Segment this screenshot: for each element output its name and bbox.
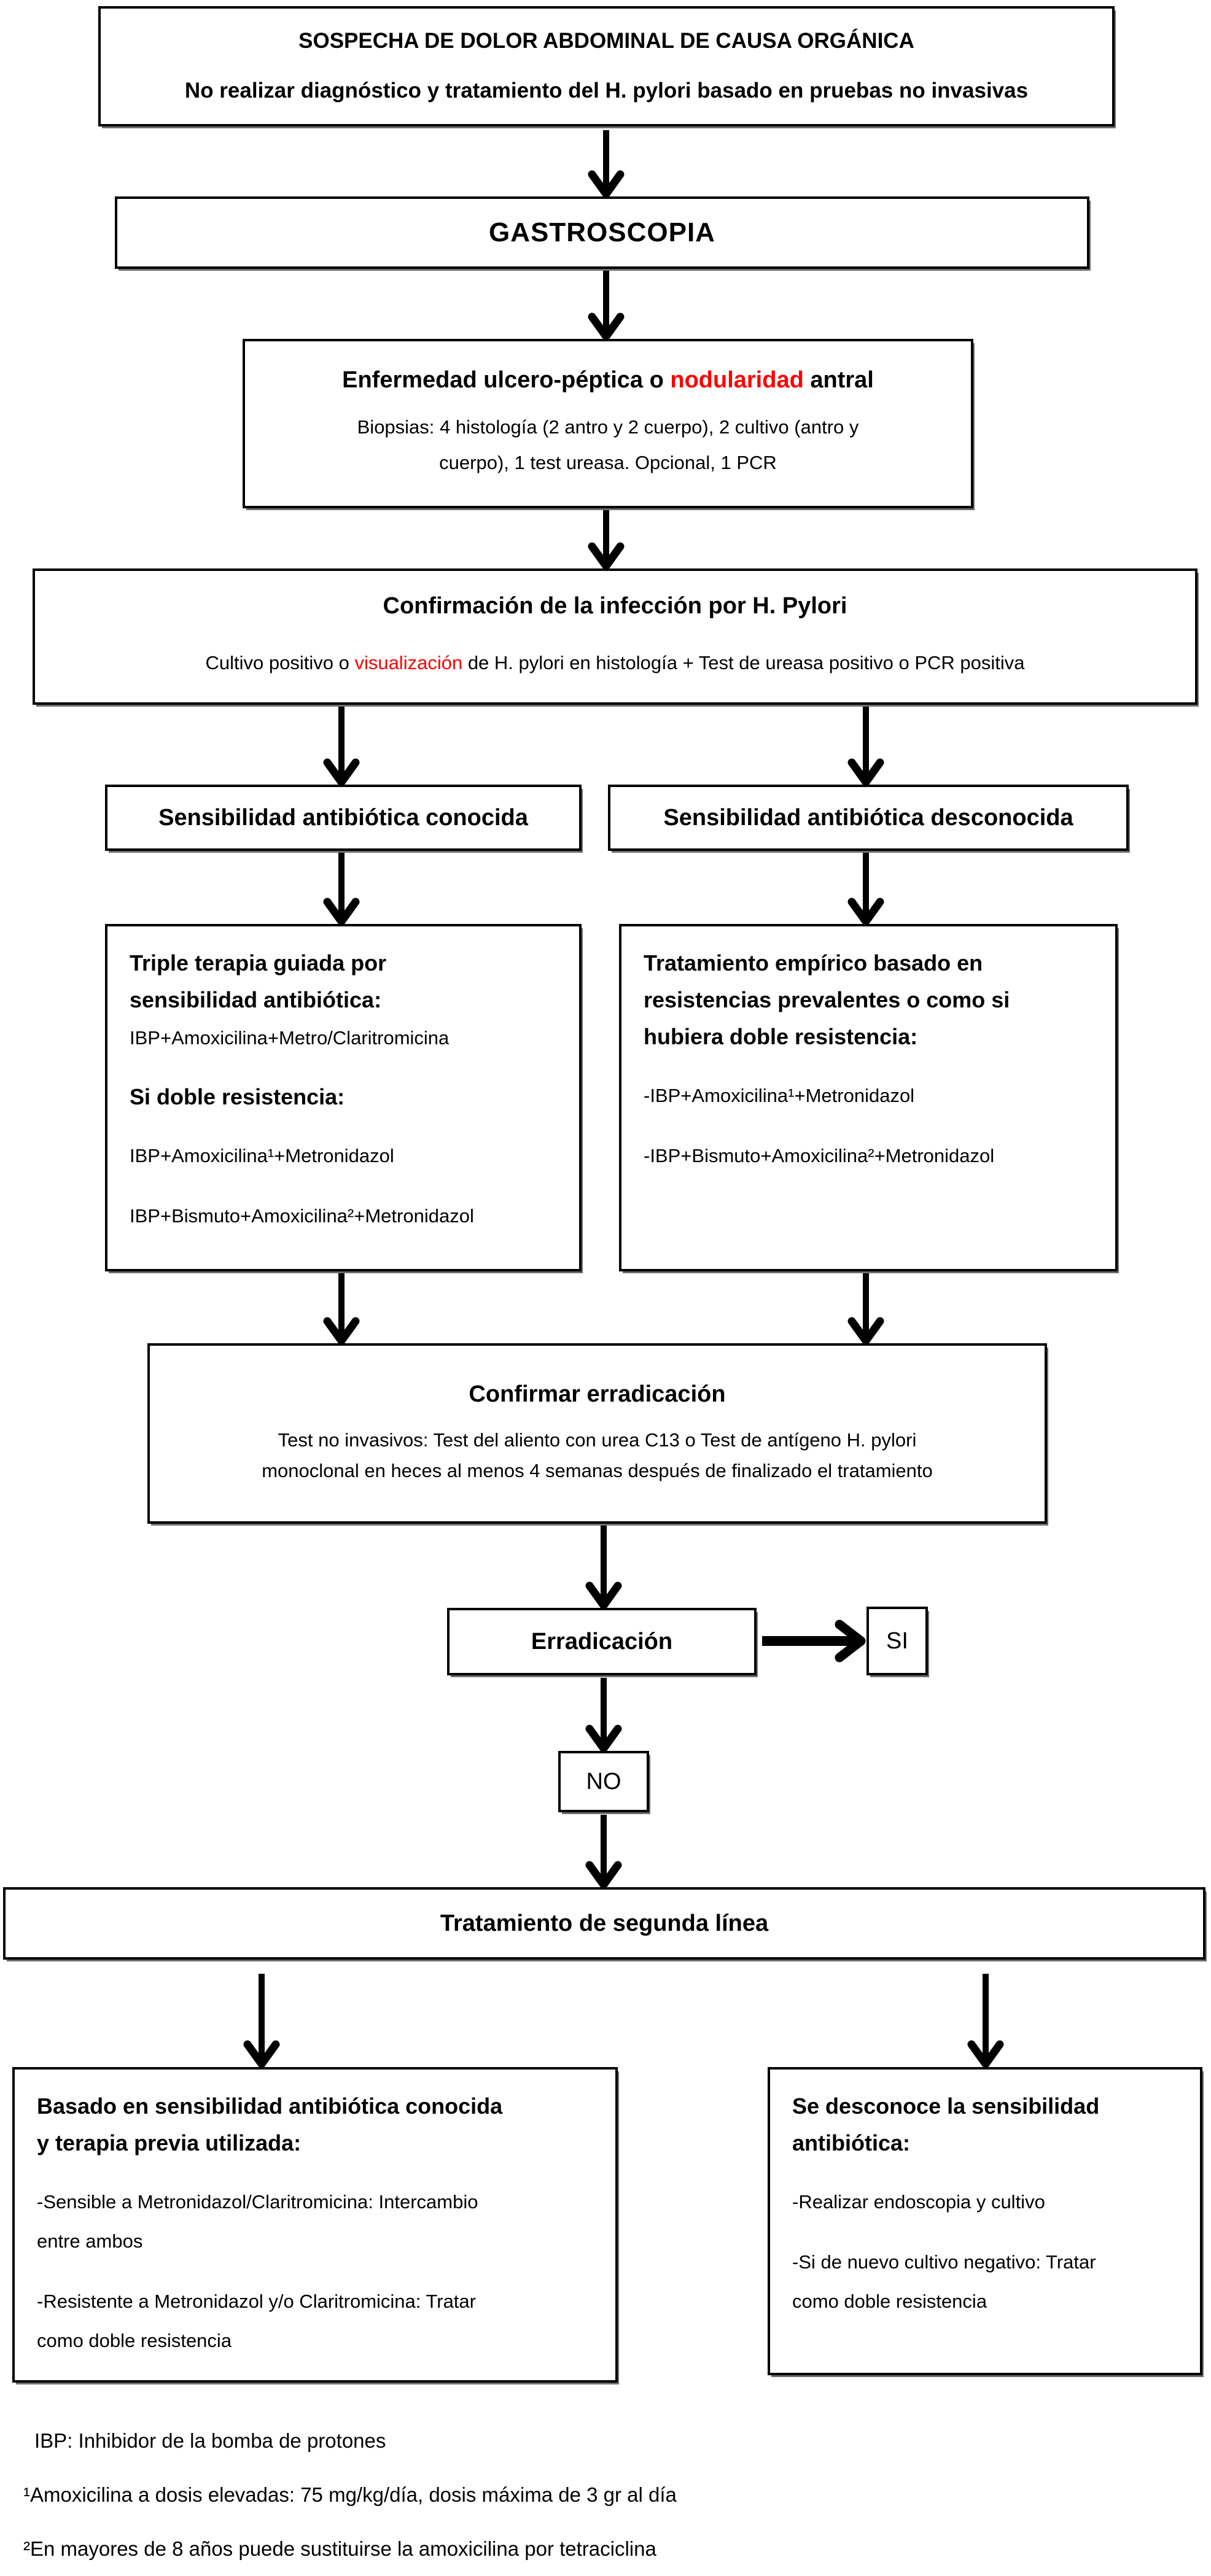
arrow-confirm-to-eradication <box>585 1525 622 1610</box>
text-line: Basado en sensibilidad antibiótica conoc… <box>37 2093 503 2119</box>
spacer <box>792 2222 1178 2243</box>
arrow-suspicion-to-gastroscopy <box>588 130 625 198</box>
confirm-eradication-line: monoclonal en heces al menos 4 semanas d… <box>262 1459 933 1481</box>
highlighted-text: visualización <box>354 651 463 673</box>
node-gastroscopy: GASTROSCOPIA <box>115 196 1089 269</box>
arrow-empiric-to-confirm-eradication <box>847 1273 884 1345</box>
text-line: IBP+Amoxicilina+Metro/Claritromicina <box>130 1027 450 1049</box>
ulcer-body-line: Biopsias: 4 histología (2 antro y 2 cuer… <box>357 416 859 438</box>
ulcer-title: Enfermedad ulcero-péptica o nodularidad … <box>342 367 874 394</box>
node-eradication: Erradicación <box>447 1608 757 1675</box>
confirmation-title: Confirmación de la infección por H. Pylo… <box>383 592 847 619</box>
text-line: IBP+Bismuto+Amoxicilina²+Metronidazol <box>130 1205 474 1227</box>
text-line: antibiótica: <box>792 2130 911 2155</box>
arrow-confirmation-to-sens-known <box>323 706 360 786</box>
sensitivity-unknown-title: Sensibilidad antibiótica desconocida <box>663 804 1073 831</box>
text-line: como doble resistencia <box>37 2330 232 2351</box>
node-guided-therapy: Triple terapia guiada por sensibilidad an… <box>105 924 582 1271</box>
second-line-title: Tratamiento de segunda línea <box>440 1910 769 1936</box>
arrow-no-to-second-line <box>585 1815 622 1889</box>
no-label: NO <box>586 1768 621 1794</box>
text-line: entre ambos <box>37 2230 143 2252</box>
text-line: ¹Amoxicilina a dosis elevadas: 75 mg/kg/… <box>23 2483 677 2506</box>
node-yes: SI <box>866 1607 928 1675</box>
spacer <box>130 1176 557 1197</box>
node-confirm-eradication: Confirmar erradicación Test no invasivos… <box>147 1343 1047 1524</box>
spacer <box>130 1115 557 1136</box>
text-line: Si doble resistencia: <box>130 1084 345 1109</box>
text-segment: de H. pylori en histología + Test de ure… <box>462 651 1025 673</box>
arrow-ulcer-to-confirmation <box>588 510 625 570</box>
arrow-eradication-to-no <box>585 1678 622 1753</box>
node-known-sensitivity-branch: Basado en sensibilidad antibiótica conoc… <box>12 2067 618 2383</box>
yes-label: SI <box>886 1627 908 1654</box>
node-ulcer-disease: Enfermedad ulcero-péptica o nodularidad … <box>243 339 973 508</box>
arrow-confirmation-to-sens-unknown <box>847 706 884 786</box>
confirm-eradication-body: Test no invasivos: Test del aliento con … <box>262 1425 933 1486</box>
arrow-sens-known-to-guided <box>323 852 360 926</box>
node-empiric-therapy: Tratamiento empírico basado en resistenci… <box>619 924 1118 1271</box>
eradication-title: Erradicación <box>531 1628 673 1655</box>
confirm-eradication-line: Test no invasivos: Test del aliento con … <box>278 1429 917 1451</box>
node-sensitivity-known: Sensibilidad antibiótica conocida <box>105 785 582 851</box>
arrow-eradication-to-si <box>762 1620 866 1662</box>
text-line: -Si de nuevo cultivo negativo: Tratar <box>792 2251 1096 2273</box>
arrow-second-line-to-unknown-branch <box>967 1974 1004 2068</box>
node-unknown-sensitivity-branch: Se desconoce la sensibilidad antibiótica:… <box>768 2067 1202 2375</box>
text-line: como doble resistencia <box>792 2291 987 2312</box>
node-second-line-treatment: Tratamiento de segunda línea <box>3 1887 1205 1960</box>
text-line: Triple terapia guiada por <box>130 950 387 976</box>
spacer <box>644 1115 1093 1136</box>
confirmation-body: Cultivo positivo o visualización de H. p… <box>205 645 1024 681</box>
arrow-sens-unknown-to-empiric <box>847 852 884 926</box>
text-line: Se desconoce la sensibilidad <box>792 2093 1100 2119</box>
text-line: IBP: Inhibidor de la bomba de protones <box>34 2429 386 2452</box>
text-segment: Enfermedad ulcero-péptica o <box>342 367 671 393</box>
text-segment: antral <box>803 367 874 393</box>
text-line: IBP+Amoxicilina¹+Metronidazol <box>130 1145 394 1166</box>
text-line: y terapia previa utilizada: <box>37 2130 302 2155</box>
spacer <box>37 2261 593 2282</box>
gastroscopy-title: GASTROSCOPIA <box>489 217 715 247</box>
confirm-eradication-title: Confirmar erradicación <box>469 1381 726 1407</box>
spacer <box>130 1058 557 1079</box>
highlighted-text: nodularidad <box>670 367 804 393</box>
arrow-gastroscopy-to-ulcer <box>588 270 625 341</box>
spacer <box>644 1055 1093 1076</box>
text-line: -Sensible a Metronidazol/Claritromicina:… <box>37 2191 478 2213</box>
node-confirmation: Confirmación de la infección por H. Pylo… <box>33 568 1197 705</box>
arrow-guided-to-confirm-eradication <box>323 1273 360 1345</box>
spacer <box>792 2162 1178 2182</box>
text-line: hubiera doble resistencia: <box>644 1024 918 1049</box>
text-line: sensibilidad antibiótica: <box>130 987 382 1012</box>
text-line: -IBP+Amoxicilina¹+Metronidazol <box>644 1085 915 1106</box>
ulcer-body-line: cuerpo), 1 test ureasa. Opcional, 1 PCR <box>439 451 777 473</box>
suspicion-subtitle: No realizar diagnóstico y tratamiento de… <box>184 79 1029 103</box>
text-line: -Realizar endoscopia y cultivo <box>792 2191 1045 2213</box>
arrow-second-line-to-known-branch <box>243 1974 280 2068</box>
footnotes: IBP: Inhibidor de la bomba de protones ¹A… <box>23 2414 981 2576</box>
node-suspicion: SOSPECHA DE DOLOR ABDOMINAL DE CAUSA ORG… <box>98 6 1115 126</box>
suspicion-title: SOSPECHA DE DOLOR ABDOMINAL DE CAUSA ORG… <box>298 29 914 53</box>
text-line: resistencias prevalentes o como si <box>644 987 1010 1012</box>
ulcer-body: Biopsias: 4 histología (2 antro y 2 cuer… <box>357 409 859 481</box>
text-segment: Cultivo positivo o <box>205 651 355 673</box>
text-line: -Resistente a Metronidazol y/o Claritrom… <box>37 2291 476 2312</box>
sensitivity-known-title: Sensibilidad antibiótica conocida <box>158 804 528 831</box>
node-sensitivity-unknown: Sensibilidad antibiótica desconocida <box>608 785 1129 851</box>
text-line: Tratamiento empírico basado en <box>644 950 983 976</box>
node-no: NO <box>558 1751 649 1812</box>
text-line: -IBP+Bismuto+Amoxicilina²+Metronidazol <box>644 1145 995 1166</box>
spacer <box>37 2162 593 2182</box>
text-line: ²En mayores de 8 años puede sustituirse … <box>23 2537 656 2560</box>
